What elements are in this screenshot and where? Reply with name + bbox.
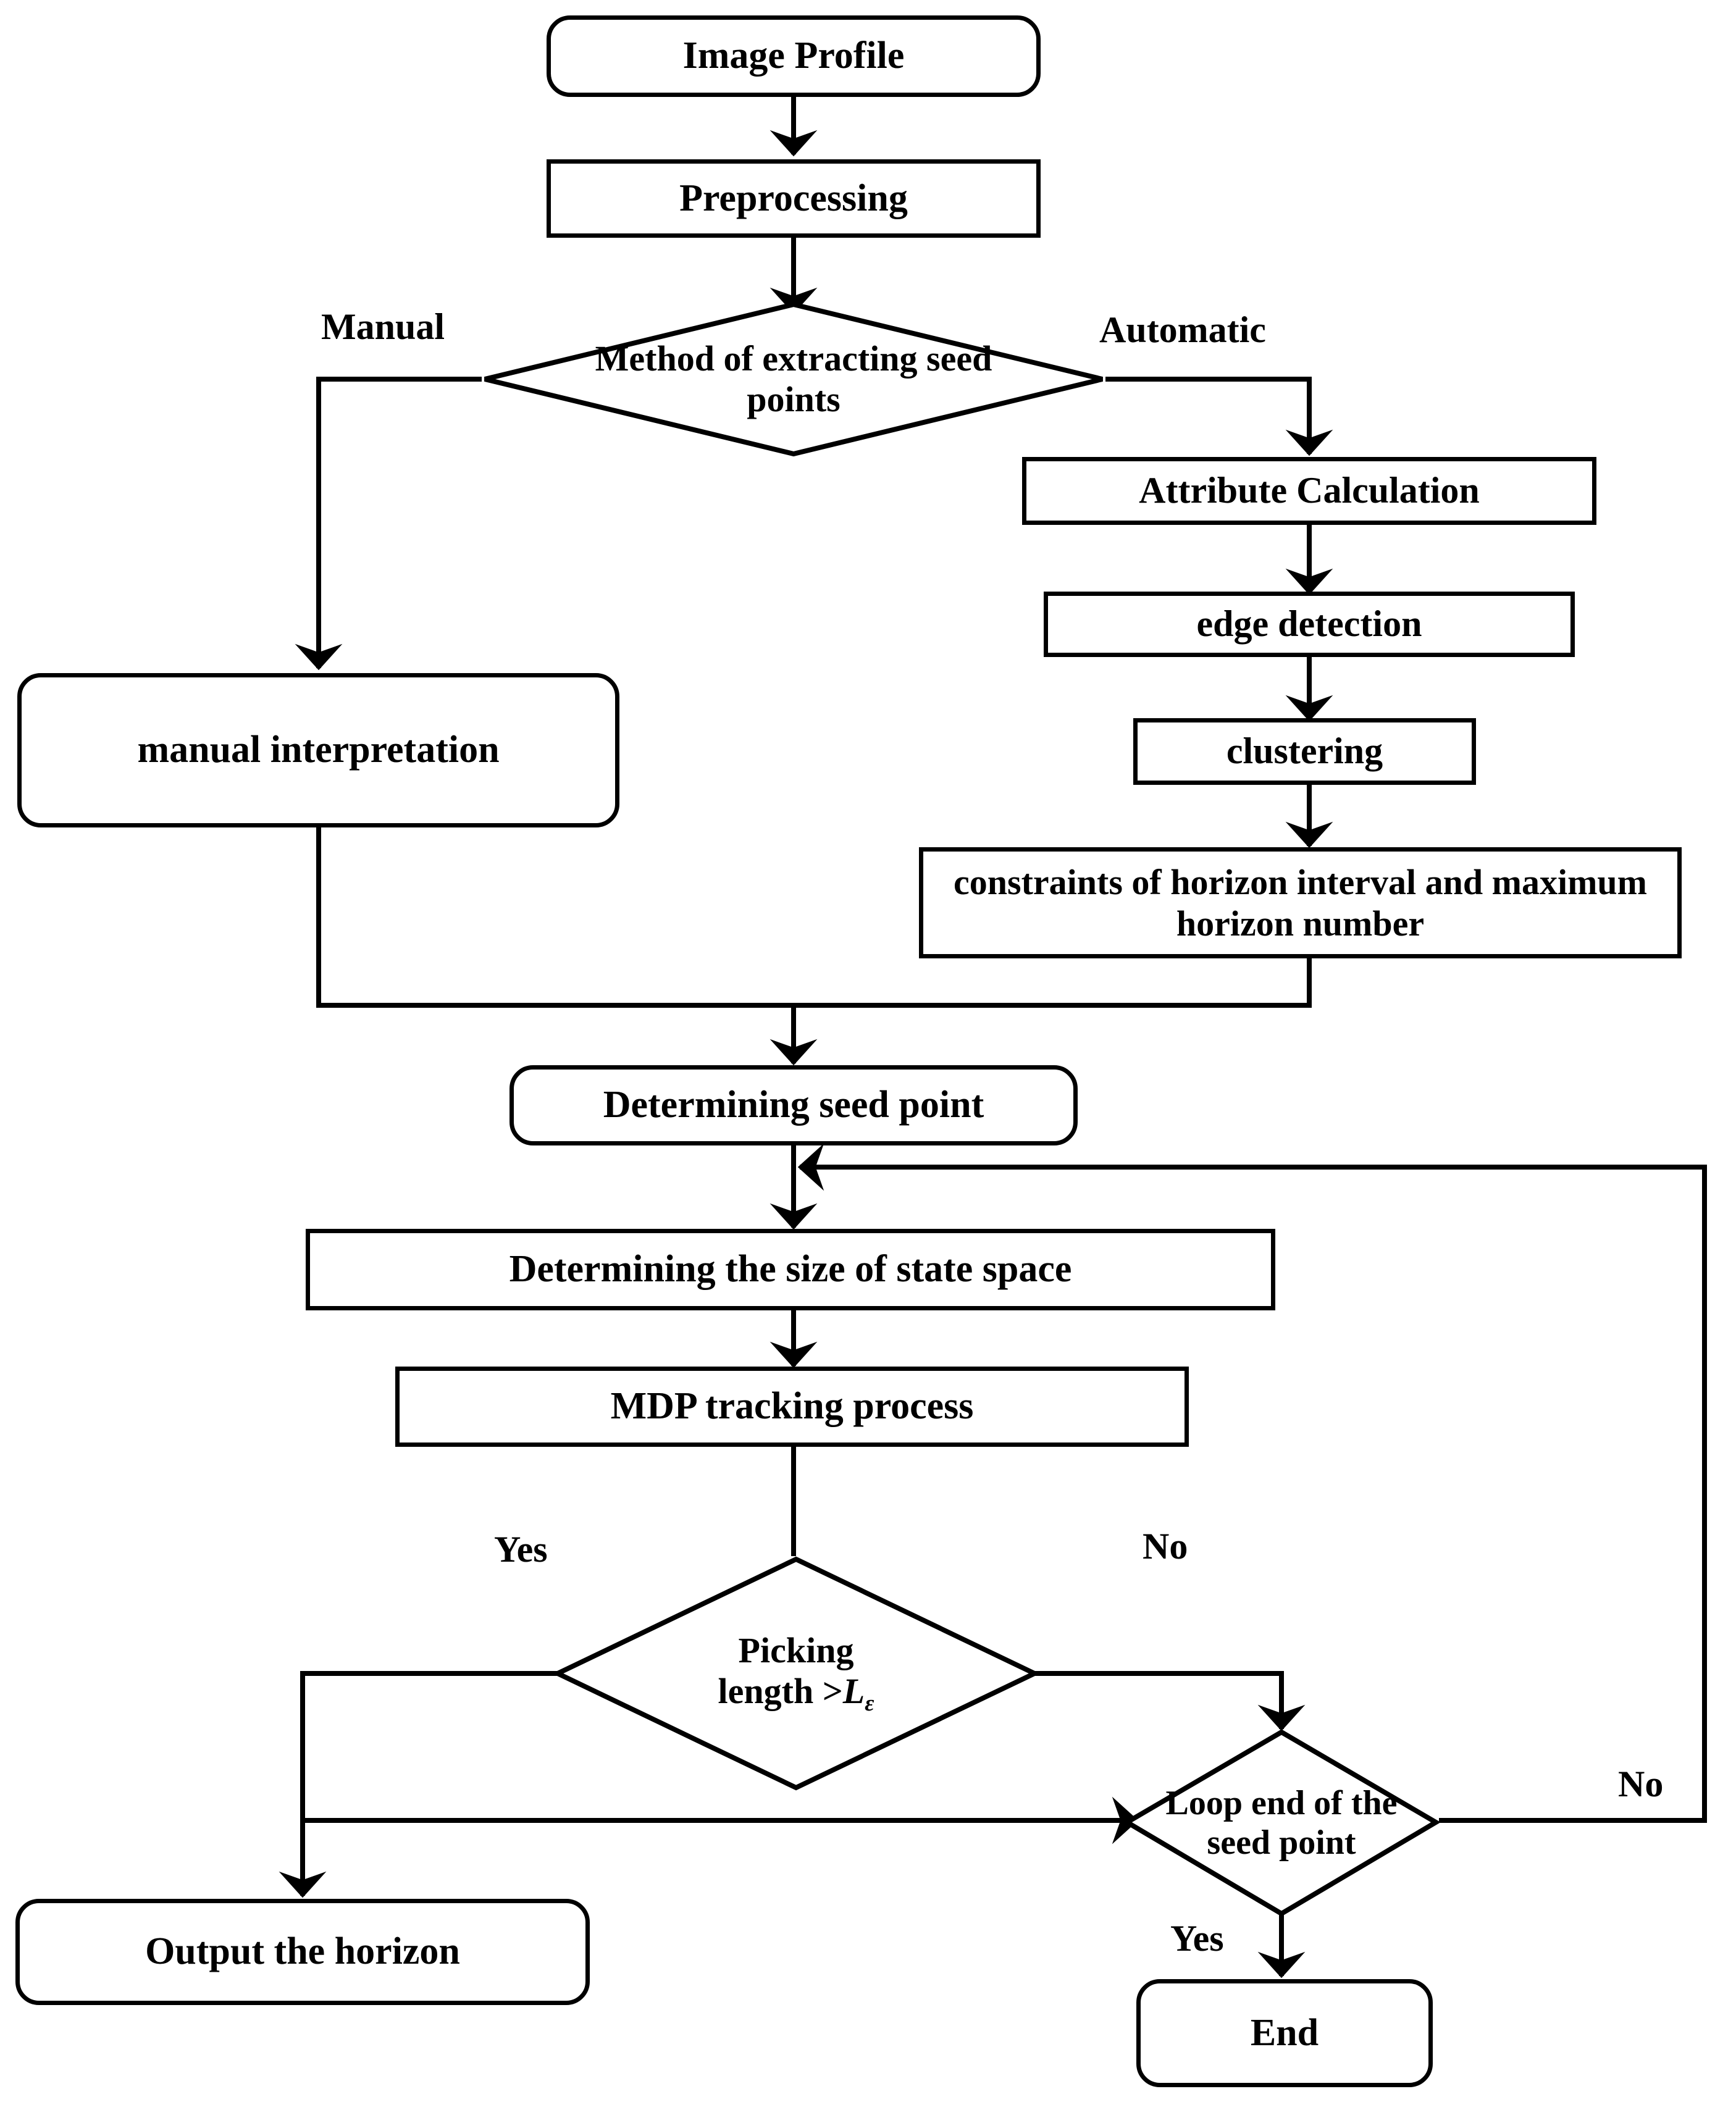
edge-picking-yes-output: [279, 1671, 559, 1898]
node-state-space-label: Determining the size of state space: [509, 1248, 1072, 1291]
node-output-horizon-label: Output the horizon: [145, 1930, 460, 1973]
node-constraints[interactable]: constraints of horizon interval and maxi…: [919, 847, 1682, 958]
edge-method-automatic: [1105, 377, 1333, 456]
node-manual-interpretation[interactable]: manual interpretation: [17, 673, 619, 827]
edge-label-picking-no: No: [1143, 1526, 1188, 1567]
node-loop-end-decision[interactable]: Loop end of the seed point: [1122, 1729, 1441, 1917]
node-determining-seed-point[interactable]: Determining seed point: [509, 1065, 1078, 1145]
edge-picking-no-loopend: [1033, 1671, 1306, 1731]
node-attribute-calculation[interactable]: Attribute Calculation: [1022, 457, 1596, 525]
node-output-horizon[interactable]: Output the horizon: [15, 1899, 590, 2005]
edge-constraints-merge: [794, 956, 1312, 1008]
node-clustering[interactable]: clustering: [1133, 718, 1476, 785]
edge-label-picking-yes: Yes: [494, 1529, 548, 1570]
edge-label-loop-yes: Yes: [1170, 1918, 1224, 1959]
node-edge-detection-label: edge detection: [1196, 603, 1422, 645]
node-image-profile-label: Image Profile: [682, 35, 905, 77]
edge-label-automatic: Automatic: [1099, 309, 1266, 350]
edge-label-loop-no: No: [1618, 1764, 1664, 1804]
node-preprocessing[interactable]: Preprocessing: [547, 159, 1041, 238]
node-determining-seed-point-label: Determining seed point: [603, 1084, 984, 1126]
node-end[interactable]: End: [1136, 1979, 1433, 2087]
node-picking-length-decision[interactable]: Picking length >Lε: [551, 1556, 1041, 1791]
node-attribute-calculation-label: Attribute Calculation: [1139, 470, 1480, 511]
node-method-decision[interactable]: Method of extracting seed points: [482, 301, 1105, 457]
node-mdp-tracking[interactable]: MDP tracking process: [395, 1367, 1189, 1447]
node-edge-detection[interactable]: edge detection: [1044, 592, 1575, 657]
node-state-space[interactable]: Determining the size of state space: [306, 1229, 1275, 1310]
node-preprocessing-label: Preprocessing: [679, 177, 908, 219]
edge-label-manual: Manual: [321, 306, 445, 347]
node-mdp-tracking-label: MDP tracking process: [610, 1385, 974, 1428]
node-constraints-label: constraints of horizon interval and maxi…: [954, 861, 1647, 944]
node-clustering-label: clustering: [1226, 731, 1383, 772]
node-image-profile[interactable]: Image Profile: [547, 15, 1041, 97]
edge-method-manual: [295, 377, 482, 671]
node-manual-interpretation-label: manual interpretation: [137, 729, 500, 771]
node-end-label: End: [1250, 2011, 1319, 2054]
